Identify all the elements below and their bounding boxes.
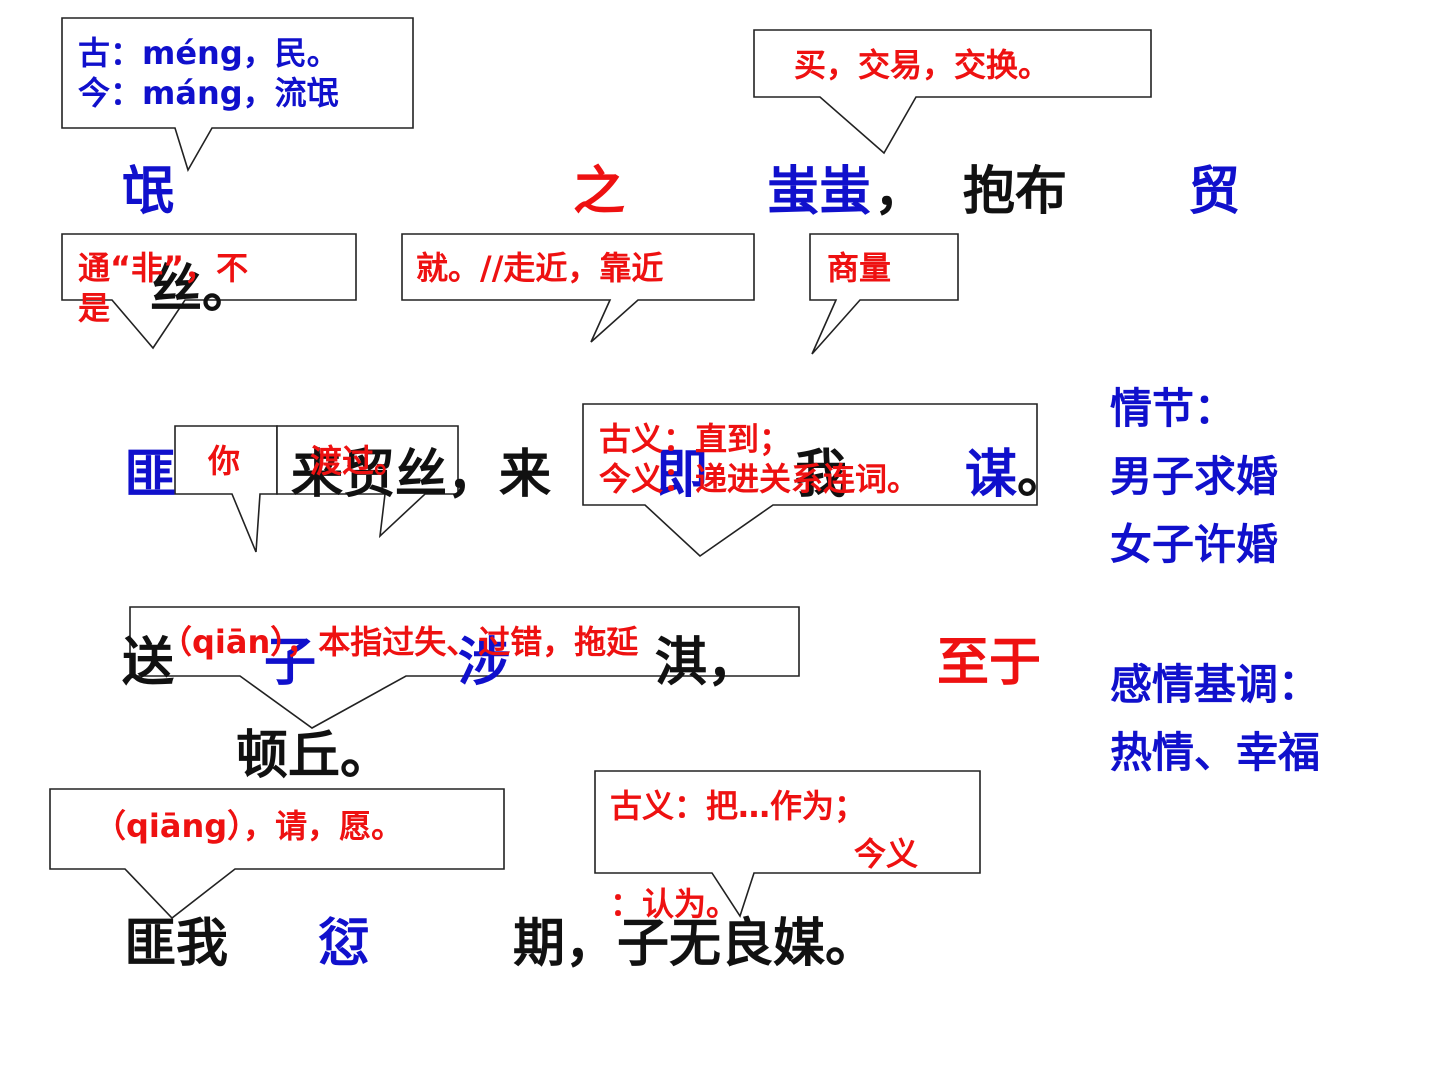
word-qi-zi-wu-liang-mei: 期，子无良媒。 (513, 914, 878, 974)
note-du: 渡过。 (310, 442, 407, 480)
note-jishi: 古义：直到； 今义：递进关系连词。 (599, 419, 919, 499)
word-ji: 即 (656, 445, 709, 505)
note-fei-line1: 通“非”，不 (78, 249, 249, 287)
tone-item-1: 热情、幸福 (1110, 728, 1321, 777)
word-wo: 我 (795, 445, 848, 505)
word-fei-wo: 匪我 (124, 914, 229, 974)
note-meng: 古：méng，民。 今：máng，流氓 (78, 33, 339, 113)
plot-item-2: 女子许婚 (1110, 520, 1279, 569)
word-qi: 淇， (655, 633, 760, 693)
punct-comma-1: ， (874, 162, 927, 222)
punct-period-2: 。 (1017, 445, 1070, 505)
callout-mao (753, 29, 1152, 155)
word-zi: 子 (264, 633, 317, 693)
word-si: 丝。 (150, 260, 255, 320)
word-mou: 谋 (965, 445, 1018, 505)
note-yiwei-ancient: 古义：把…作为； (610, 787, 867, 825)
word-mao: 贸 (1188, 162, 1241, 222)
word-dunqiu: 顿丘。 (236, 726, 393, 786)
word-fei: 匪 (124, 445, 177, 505)
note-fei: 通“非”，不 是 (78, 248, 248, 328)
note-fei-line2: 是 (78, 289, 111, 327)
word-zhi: 之 (573, 162, 626, 222)
callout-qiang (49, 788, 505, 920)
tone-title: 感情基调： (1110, 660, 1321, 709)
callout-fei (61, 233, 357, 350)
note-qian: （qiān），本指过失、过错，拖延 (160, 623, 639, 661)
callout-qian (129, 606, 800, 729)
note-ni: 你 (208, 442, 241, 480)
word-meng: 氓 (122, 162, 175, 222)
word-baobu: 抱布 (963, 162, 1068, 222)
plot-title: 情节： (1110, 384, 1237, 433)
note-meng-ancient: 古：méng，民。 (78, 34, 339, 72)
note-mou: 商量 (827, 249, 892, 287)
word-zhiyu: 至于 (937, 633, 1042, 693)
note-jishi-ancient: 古义：直到； (599, 420, 792, 458)
note-qiang: （qiāng），请，愿。 (94, 807, 404, 845)
callout-meng (61, 17, 414, 172)
word-song: 送 (122, 633, 175, 693)
note-meng-modern: 今：máng，流氓 (78, 74, 339, 112)
word-she: 涉 (458, 633, 511, 693)
word-chichi: 蚩蚩 (767, 162, 872, 222)
plot-item-1: 男子求婚 (1110, 452, 1279, 501)
callout-mou (809, 233, 959, 355)
word-lai-mao-si: 来贸丝，来 (291, 445, 552, 505)
callout-jishi (582, 403, 1038, 558)
callout-ji (401, 233, 755, 343)
note-ji: 就。//走近，靠近 (416, 249, 664, 287)
note-jishi-modern: 今义：递进关系连词。 (599, 460, 920, 498)
note-yiwei-meaning: ：认为。 (610, 885, 739, 923)
word-qian: 愆 (318, 914, 371, 974)
note-yiwei-modern: 今义 (854, 835, 919, 873)
callout-yiwei (594, 770, 981, 918)
callout-du (276, 425, 459, 539)
note-mao: 买，交易，交换。 (794, 46, 1051, 84)
